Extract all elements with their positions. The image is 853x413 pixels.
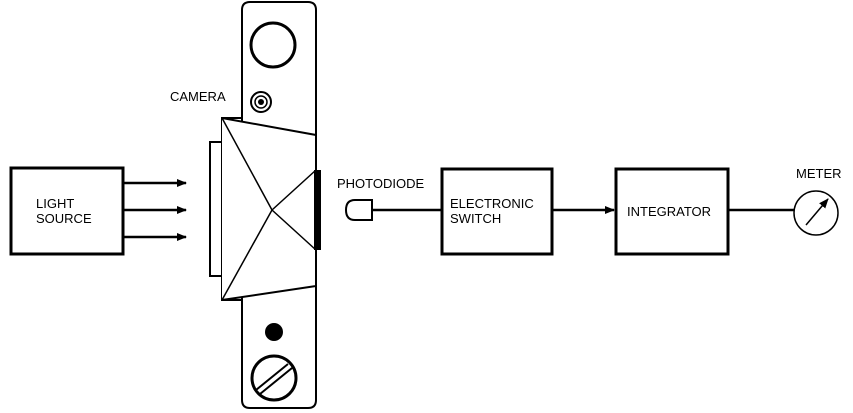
prism-edge-right-top bbox=[271, 169, 317, 211]
photodiode-icon bbox=[344, 199, 373, 221]
electronic-switch-box bbox=[440, 167, 554, 256]
camera-label: CAMERA bbox=[170, 89, 226, 104]
prism-edge-right-bottom bbox=[271, 209, 317, 251]
prism-edge-bottom bbox=[221, 209, 273, 301]
camera-bottom-dot bbox=[265, 323, 283, 341]
light-source-label-line1: LIGHT bbox=[36, 196, 75, 211]
electronic-switch-label-line2: SWITCH bbox=[450, 211, 502, 226]
screw-slot-line-2 bbox=[259, 367, 293, 395]
screw-slot-line-1 bbox=[255, 363, 289, 391]
light-source-box bbox=[9, 166, 125, 256]
light-source-label-line2: SOURCE bbox=[36, 211, 92, 226]
meter-label: METER bbox=[796, 166, 842, 181]
exit-window bbox=[314, 170, 321, 250]
electronic-switch-label-line1: ELECTRONIC bbox=[450, 196, 534, 211]
meter-needle bbox=[805, 198, 829, 226]
photodiode-label: PHOTODIODE bbox=[337, 176, 425, 191]
integrator-box bbox=[614, 167, 730, 256]
camera-top-hole bbox=[249, 21, 297, 69]
prism-edge-top bbox=[221, 117, 273, 211]
camera-lens-dot bbox=[258, 99, 264, 105]
camera-screw-icon bbox=[250, 354, 298, 402]
prism-front-plate bbox=[209, 141, 223, 277]
integrator-label: INTEGRATOR bbox=[627, 204, 712, 219]
